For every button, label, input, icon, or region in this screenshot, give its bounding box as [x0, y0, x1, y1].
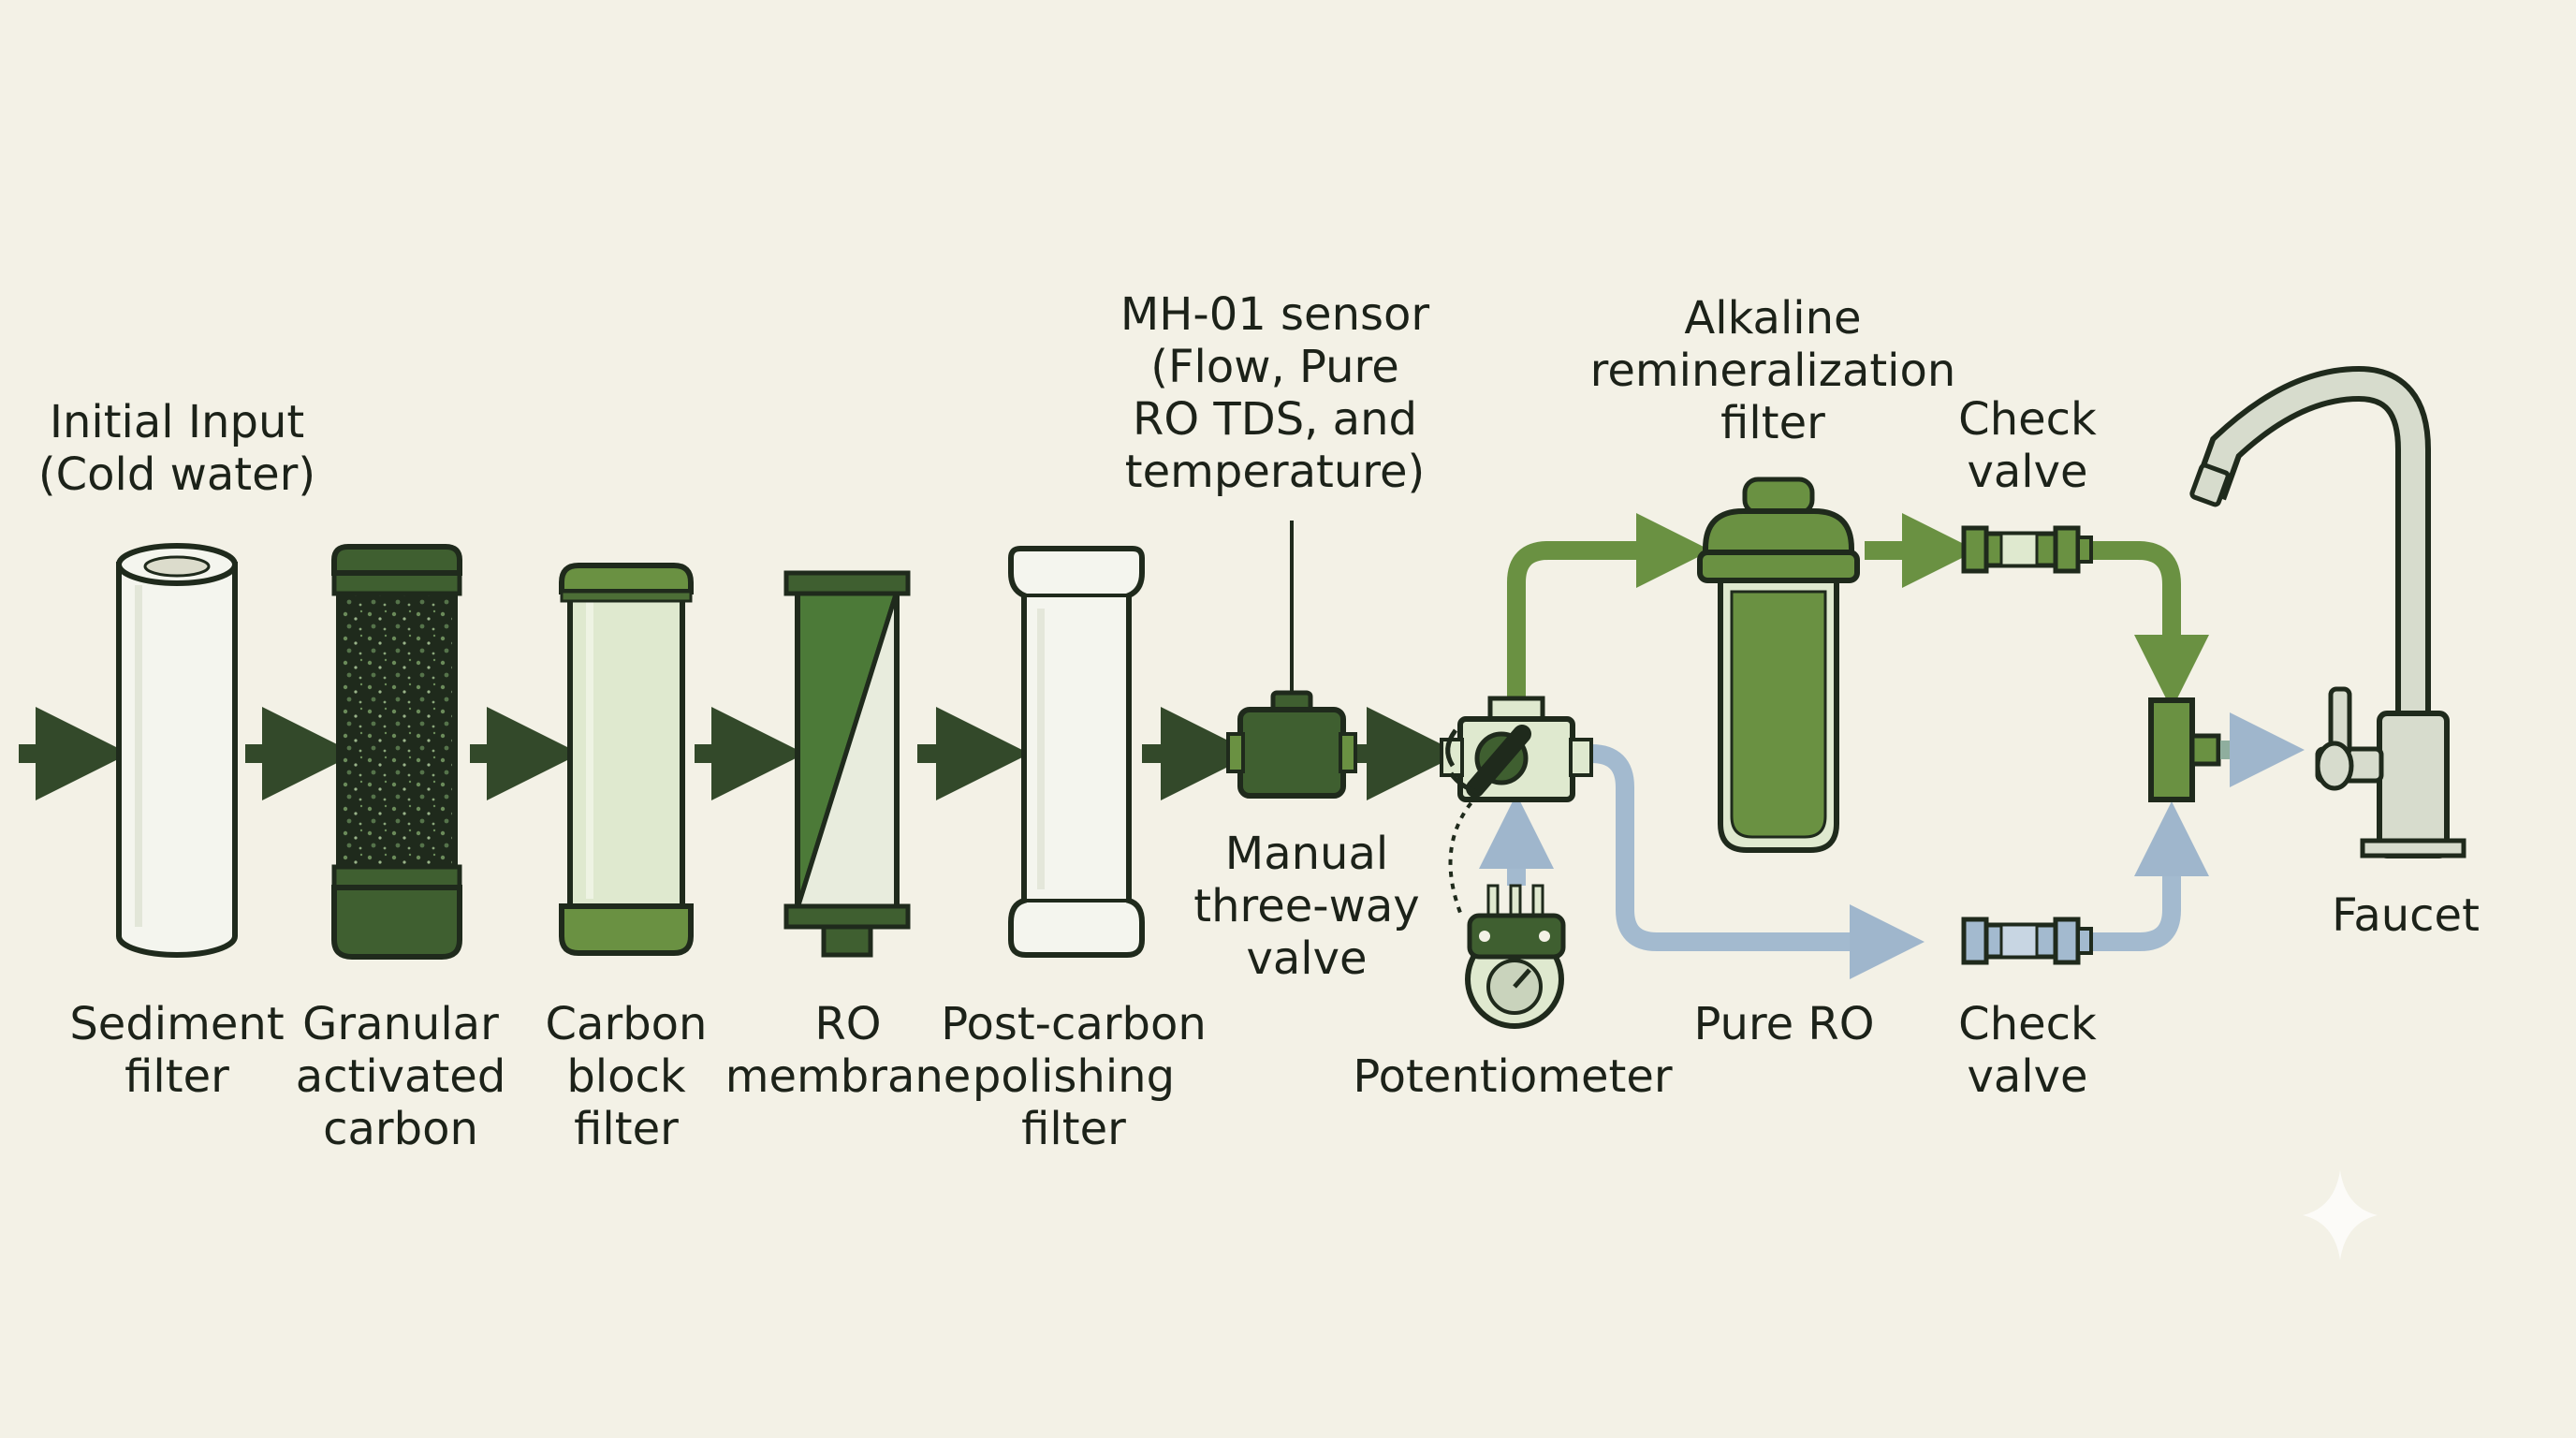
pure-ro-line-1: Pure RO: [1693, 998, 1874, 1050]
label-carbon-block-filter: Carbon block filter: [546, 998, 708, 1155]
gac-line-2: activated: [296, 1050, 506, 1103]
label-mh01-sensor: MH-01 sensor (Flow, Pure RO TDS, and tem…: [1120, 288, 1430, 498]
alkaline-line-2: remineralization: [1590, 345, 1956, 397]
sediment-line-2: filter: [124, 1050, 229, 1103]
label-check-valve-top: Check valve: [1958, 393, 2097, 498]
initial-input-line-1: Initial Input: [50, 396, 304, 448]
alkaline-line-1: Alkaline: [1684, 292, 1861, 345]
alkaline-branch-line: [1507, 513, 2209, 712]
valve-line-3: valve: [1246, 932, 1367, 985]
gac-line-3: carbon: [323, 1103, 478, 1155]
alkaline-line-3: filter: [1720, 397, 1825, 449]
initial-input-line-2: (Cold water): [38, 448, 315, 501]
label-manual-valve: Manual three-way valve: [1193, 828, 1419, 985]
three-way-valve-icon: [1440, 696, 1593, 802]
label-sediment-filter: Sediment filter: [69, 998, 284, 1103]
ro-membrane-icon: [783, 570, 911, 958]
check-top-line-1: Check: [1958, 393, 2097, 446]
potentiometer-line-1: Potentiometer: [1353, 1050, 1673, 1103]
sensor-line-2: (Flow, Pure: [1150, 341, 1399, 393]
check-top-line-2: valve: [1967, 446, 2087, 498]
potentiometer-icon: [1448, 792, 1566, 1029]
label-post-carbon-filter: Post-carbon polishing filter: [941, 998, 1207, 1155]
faucet-icon: [2189, 365, 2466, 858]
label-faucet: Faucet: [2332, 889, 2480, 942]
ro-line-2: membrane: [725, 1050, 972, 1103]
label-alkaline-filter: Alkaline remineralization filter: [1590, 292, 1956, 449]
post-carbon-line-3: filter: [1021, 1103, 1126, 1155]
check-valve-icon-bottom: [1961, 917, 2093, 965]
label-check-valve-bottom: Check valve: [1958, 998, 2097, 1103]
check-bottom-line-2: valve: [1967, 1050, 2087, 1103]
sensor-line-3: RO TDS, and: [1133, 393, 1417, 446]
label-potentiometer: Potentiometer: [1353, 1050, 1673, 1103]
faucet-line-1: Faucet: [2332, 889, 2480, 942]
sparkle-icon: [2303, 1170, 2378, 1260]
sediment-line-1: Sediment: [69, 998, 284, 1050]
label-initial-input: Initial Input (Cold water): [38, 396, 315, 501]
flow-sensor-icon: [1226, 521, 1357, 799]
label-granular-activated-carbon: Granular activated carbon: [296, 998, 506, 1155]
alkaline-filter-icon: [1697, 477, 1860, 853]
granular-activated-carbon-icon: [331, 544, 462, 960]
post-carbon-line-2: polishing: [973, 1050, 1175, 1103]
sensor-line-1: MH-01 sensor: [1120, 288, 1430, 341]
post-carbon-filter-icon: [1008, 546, 1145, 958]
sediment-filter-icon: [116, 543, 238, 958]
carbon-block-line-2: block: [566, 1050, 686, 1103]
gac-line-1: Granular: [302, 998, 499, 1050]
sensor-line-4: temperature): [1125, 446, 1425, 498]
check-bottom-line-1: Check: [1958, 998, 2097, 1050]
carbon-block-filter-icon: [559, 563, 694, 956]
ro-line-1: RO: [814, 998, 881, 1050]
valve-line-1: Manual: [1225, 828, 1388, 880]
carbon-block-line-3: filter: [574, 1103, 679, 1155]
label-pure-ro: Pure RO: [1693, 998, 1874, 1050]
label-ro-membrane: RO membrane: [725, 998, 972, 1103]
check-valve-icon-top: [1961, 525, 2093, 574]
post-carbon-line-1: Post-carbon: [941, 998, 1207, 1050]
tee-junction-icon: [2148, 697, 2305, 802]
valve-line-2: three-way: [1193, 880, 1419, 932]
carbon-block-line-1: Carbon: [546, 998, 708, 1050]
pure-ro-branch-line: [1479, 744, 2209, 979]
